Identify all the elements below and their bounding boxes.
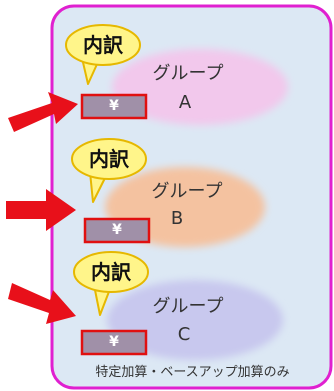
yen-icon-b: ¥ — [112, 222, 122, 238]
callout-b-label: 内訳 — [89, 147, 129, 171]
group-b-letter: B — [170, 208, 184, 229]
yen-box-a — [80, 93, 148, 120]
yen-icon-c: ¥ — [109, 334, 119, 350]
arrow-c — [8, 283, 76, 324]
callout-c — [73, 251, 149, 316]
callout-b — [71, 138, 147, 203]
yen-box-b — [83, 217, 151, 244]
callout-c-label: 内訳 — [91, 260, 131, 284]
yen-box-c — [80, 329, 148, 356]
caption: 特定加算・ベースアップ加算のみ — [95, 365, 290, 380]
arrow-b — [6, 189, 76, 231]
callout-a-label: 内訳 — [83, 33, 123, 57]
yen-icon-a: ¥ — [109, 98, 119, 114]
group-a-label: グループ — [152, 63, 224, 84]
callout-a — [65, 24, 141, 85]
group-c-letter: C — [177, 324, 191, 345]
group-a-ellipse — [112, 49, 288, 125]
group-c-label: グループ — [152, 296, 224, 317]
group-b-label: グループ — [151, 181, 223, 202]
group-a-letter: A — [178, 92, 192, 113]
arrow-a — [8, 92, 78, 132]
group-c-ellipse — [107, 280, 283, 360]
